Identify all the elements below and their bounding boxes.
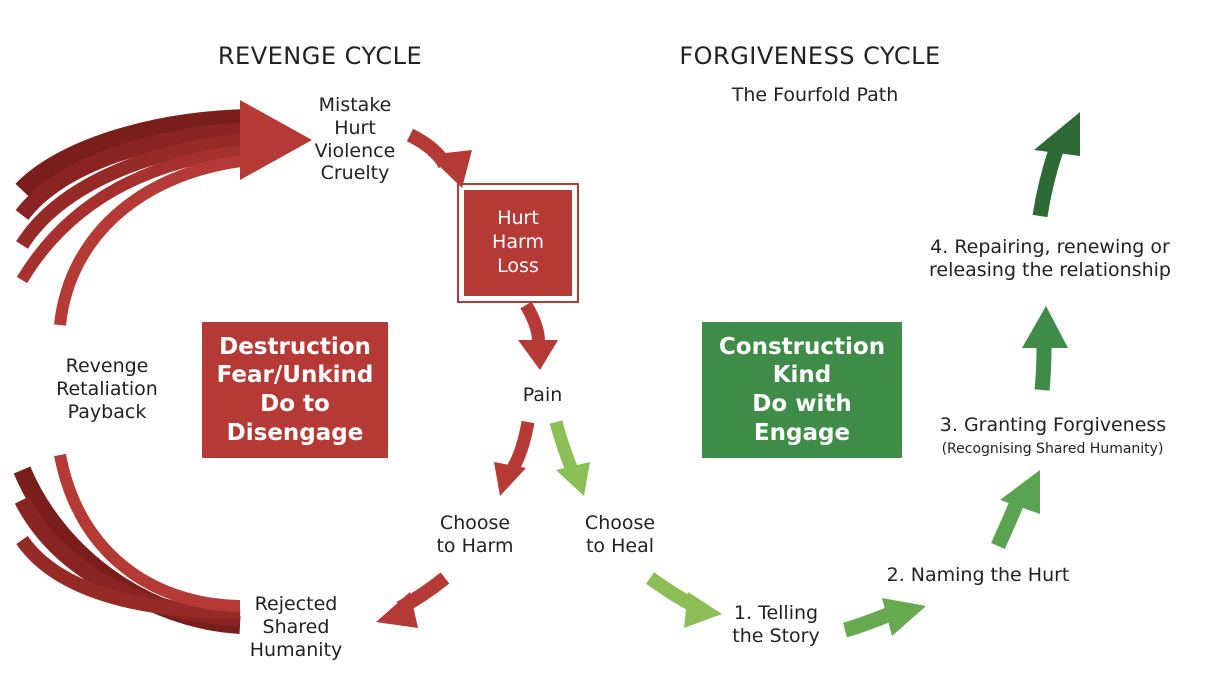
construction-line-3: Do with xyxy=(752,391,852,417)
revenge-arc-4 xyxy=(16,144,251,284)
revenge-line-3: Payback xyxy=(67,400,147,423)
step-4-label: 4. Repairing, renewing or releasing the … xyxy=(905,236,1195,282)
arrow-hurt-to-pain xyxy=(518,301,558,370)
revenge-arc-3 xyxy=(16,133,251,249)
arrow-step2-to-step3 xyxy=(991,470,1040,550)
revenge-arrowhead xyxy=(240,100,312,180)
construction-line-2: Kind xyxy=(772,362,832,389)
step-4-line-1: 4. Repairing, renewing or xyxy=(930,236,1170,258)
destruction-line-1: Destruction xyxy=(219,333,371,360)
hurt-box-line-1: Hurt xyxy=(497,207,539,230)
rejected-line-2: Shared xyxy=(262,615,330,638)
forgiveness-subtitle: The Fourfold Path xyxy=(731,84,899,106)
step-1-line-2: the Story xyxy=(732,624,820,647)
step-1-label: 1. Telling the Story xyxy=(716,602,836,648)
destruction-box: Destruction Fear/Unkind Do to Disengage xyxy=(202,322,388,458)
step-3-note: (Recognising Shared Humanity) xyxy=(941,441,1164,457)
revenge-cycle-title: REVENGE CYCLE xyxy=(217,42,423,70)
trigger-line-2: Hurt xyxy=(334,116,376,139)
hurt-box-line-3: Loss xyxy=(497,254,539,277)
arrow-pain-to-heal xyxy=(549,420,590,496)
revenge-arc-2 xyxy=(15,122,251,221)
trigger-label: Mistake Hurt Violence Cruelty xyxy=(300,94,410,185)
arrow-step3-to-step4 xyxy=(1022,306,1068,391)
revenge-line-1: Revenge xyxy=(65,355,149,377)
hurt-box-line-2: Harm xyxy=(492,231,544,254)
arrow-step4-up xyxy=(1032,112,1080,218)
rejected-shared-humanity-label: Rejected Shared Humanity xyxy=(236,593,356,661)
rejected-line-1: Rejected xyxy=(254,593,338,615)
pain-label: Pain xyxy=(522,384,563,406)
arrow-step1-to-step2 xyxy=(843,598,926,638)
hurt-harm-loss-box: Hurt Harm Loss xyxy=(457,183,579,303)
step-4-line-2: releasing the relationship xyxy=(929,258,1171,281)
destruction-line-4: Disengage xyxy=(226,419,364,446)
arrow-harm-to-rejected xyxy=(376,572,450,628)
step-3-label: 3. Granting Forgiveness xyxy=(939,414,1167,436)
revenge-loop-arrows xyxy=(13,100,312,634)
arrow-pain-to-harm xyxy=(494,420,535,496)
revenge-arc-inner xyxy=(54,154,251,326)
choose-heal-line-1: Choose xyxy=(584,512,656,534)
revenge-arc-outer xyxy=(15,109,251,197)
construction-line-1: Construction xyxy=(718,333,886,360)
revenge-arc-lower-3 xyxy=(16,535,241,619)
arrow-mistake-to-hurt xyxy=(406,128,472,188)
choose-heal-line-2: to Heal xyxy=(585,534,654,557)
forgiveness-cycle-title: FORGIVENESS CYCLE xyxy=(679,42,941,70)
step-1-line-1: 1. Telling xyxy=(733,602,819,624)
choose-harm-line-2: to Harm xyxy=(436,534,514,557)
choose-to-harm-label: Choose to Harm xyxy=(420,512,530,558)
revenge-arc-lower-4 xyxy=(54,453,241,612)
choose-to-heal-label: Choose to Heal xyxy=(565,512,675,558)
trigger-line-1: Mistake xyxy=(318,94,392,116)
destruction-line-2: Fear/Unkind xyxy=(216,362,374,389)
arrow-heal-to-step1 xyxy=(645,572,722,628)
revenge-line-2: Retaliation xyxy=(56,377,158,400)
trigger-line-3: Violence xyxy=(314,139,396,162)
step-2-label: 2. Naming the Hurt xyxy=(886,564,1070,586)
destruction-line-3: Do to xyxy=(260,391,330,417)
construction-box: Construction Kind Do with Engage xyxy=(702,322,902,458)
trigger-line-4: Cruelty xyxy=(320,162,390,185)
construction-line-4: Engage xyxy=(753,419,851,446)
rejected-line-3: Humanity xyxy=(249,638,343,661)
choose-harm-line-1: Choose xyxy=(439,512,511,534)
revenge-labels: Revenge Retaliation Payback xyxy=(42,355,172,424)
